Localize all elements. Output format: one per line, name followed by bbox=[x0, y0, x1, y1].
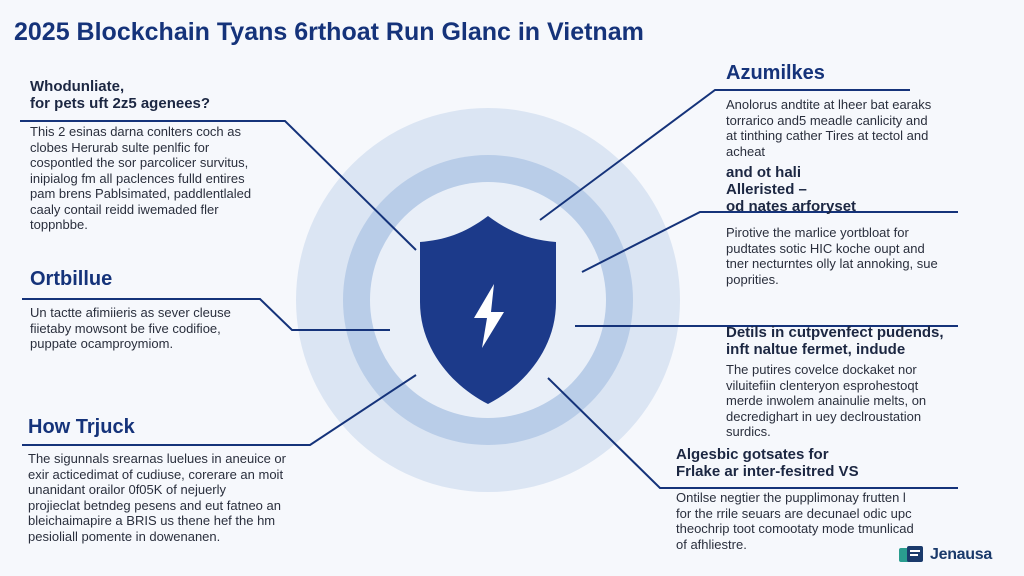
logo-text: Jenausa bbox=[930, 546, 992, 563]
connector-left-3 bbox=[22, 374, 417, 446]
shield-lightning-icon bbox=[420, 216, 556, 404]
connector-right-4 bbox=[547, 377, 958, 489]
logo-mark-icon bbox=[899, 546, 923, 562]
right-block-4-body: Ontilse negtier the pupplimonay frutten … bbox=[676, 490, 914, 552]
right-block-4-heading: Algesbic gotsates for Frlake ar inter-fe… bbox=[676, 446, 859, 480]
right-block-1: Azumilkes Anolorus andtite at lheer bat … bbox=[726, 62, 976, 159]
left-block-1: Whodunliate, for pets uft 2z5 agenees? T… bbox=[30, 78, 300, 233]
connector-left-1 bbox=[20, 120, 417, 251]
right-block-2: and ot hali Alleristed – od nates arfory… bbox=[726, 164, 976, 287]
right-block-1-body: Anolorus andtite at lheer bat earaks tor… bbox=[726, 97, 932, 159]
left-block-1-heading: Whodunliate, for pets uft 2z5 agenees? bbox=[30, 78, 211, 112]
right-block-2-heading: and ot hali Alleristed – od nates arfory… bbox=[726, 164, 857, 215]
right-block-3-heading: Detils in cutpvenfect pudends, inft nalt… bbox=[726, 324, 944, 358]
left-block-1-body: This 2 esinas darna conlters coch as clo… bbox=[30, 124, 252, 232]
right-block-4: Algesbic gotsates for Frlake ar inter-fe… bbox=[676, 446, 976, 552]
left-block-3-heading: How Trjuck bbox=[28, 416, 135, 438]
connector-right-2 bbox=[581, 211, 958, 273]
right-block-1-heading: Azumilkes bbox=[726, 62, 825, 84]
brand-logo: Jenausa bbox=[898, 542, 992, 568]
left-block-2: Ortbillue Un tactte afimiieris as sever … bbox=[30, 268, 310, 352]
right-block-2-body: Pirotive the marlice yortbloat for pudta… bbox=[726, 225, 938, 287]
connector-left-2 bbox=[22, 298, 390, 331]
left-block-2-body: Un tactte afimiieris as sever cleuse fii… bbox=[30, 305, 231, 351]
diagram-title: 2025 Blockchain Tyans 6rthoat Run Glanc … bbox=[14, 18, 644, 46]
right-block-3-body: The putires covelce dockaket nor viluite… bbox=[726, 362, 927, 439]
connector-right-1 bbox=[539, 89, 910, 221]
left-block-3: How Trjuck The sigunnals srearnas luelue… bbox=[28, 416, 328, 544]
left-block-2-heading: Ortbillue bbox=[30, 268, 113, 290]
right-block-3: Detils in cutpvenfect pudends, inft nalt… bbox=[726, 324, 976, 440]
left-block-3-body: The sigunnals srearnas luelues in aneuic… bbox=[28, 451, 286, 544]
